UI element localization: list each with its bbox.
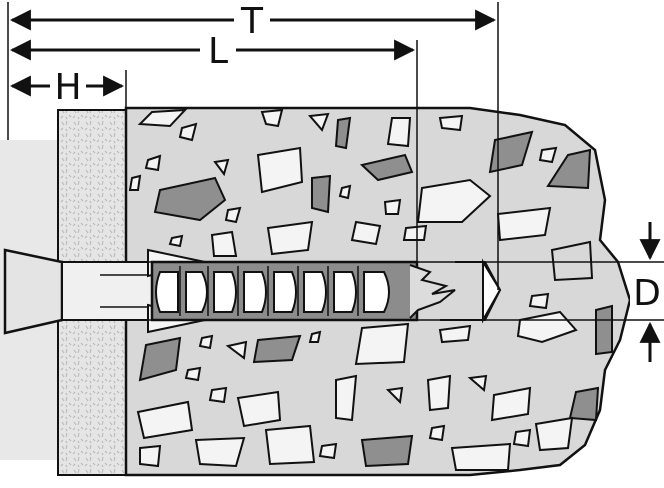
sleeve-segments xyxy=(155,271,390,313)
screw-tip xyxy=(409,264,456,319)
extension-lines xyxy=(7,2,499,290)
label-d: D xyxy=(633,273,661,314)
aggregate-stones xyxy=(128,108,613,471)
dimension-l: L xyxy=(9,31,416,72)
dimension-t: T xyxy=(9,1,497,42)
anchor-assembly xyxy=(3,248,502,335)
dimension-h: H xyxy=(9,67,125,108)
dimension-d: D xyxy=(630,222,664,362)
label-t: T xyxy=(240,1,264,42)
label-l: L xyxy=(208,31,228,72)
screw-head xyxy=(3,248,64,335)
screw-shank xyxy=(61,261,153,321)
label-h: H xyxy=(54,67,81,108)
drill-hole-lines xyxy=(100,261,664,321)
